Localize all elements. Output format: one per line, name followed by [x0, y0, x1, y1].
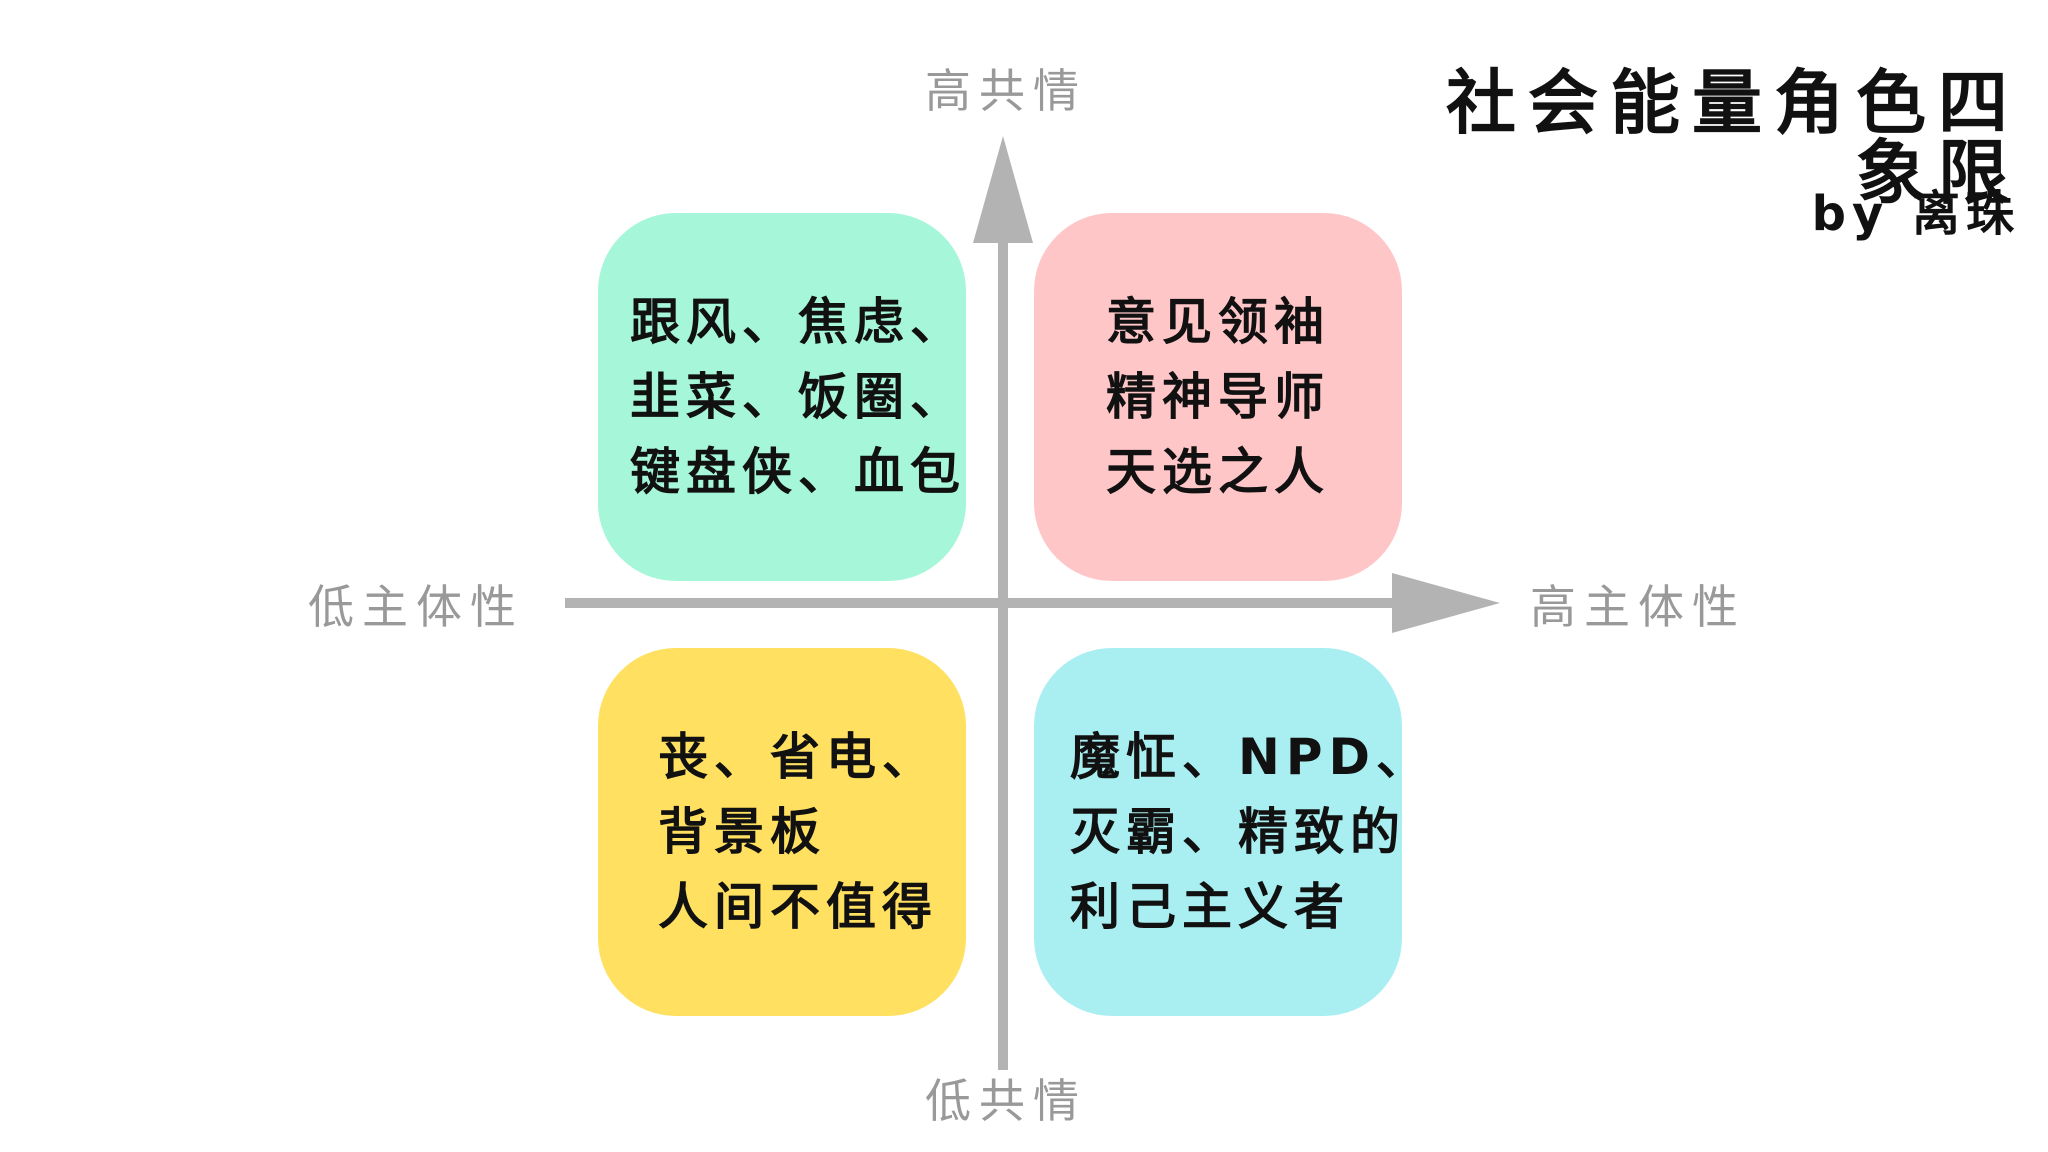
- quadrant-line: 灭霸、精致的: [1070, 802, 1406, 861]
- author-byline: by 离珠: [1811, 186, 2020, 242]
- diagram-title: 社会能量角色四象限: [1446, 62, 2020, 214]
- quadrant-line: 利己主义者: [1070, 877, 1350, 936]
- quadrant-bottom-left: 丧、省电、 背景板 人间不值得: [598, 648, 966, 1016]
- vertical-axis-arrowhead: [973, 136, 1033, 243]
- quadrant-line: 跟风、焦虑、: [630, 292, 966, 351]
- quadrant-line: 魔怔、NPD、: [1070, 727, 1432, 786]
- quadrant-line: 韭菜、饭圈、: [630, 367, 966, 426]
- axis-label-low-agency: 低主体性: [308, 580, 524, 634]
- axis-label-high-empathy: 高共情: [925, 64, 1087, 118]
- quadrant-line: 人间不值得: [658, 877, 938, 936]
- quadrant-line: 背景板: [658, 802, 826, 861]
- axis-label-high-agency: 高主体性: [1530, 580, 1746, 634]
- quadrant-line: 丧、省电、: [658, 727, 938, 786]
- quadrant-top-left: 跟风、焦虑、 韭菜、饭圈、 键盘侠、血包: [598, 213, 966, 581]
- axis-label-low-empathy: 低共情: [925, 1074, 1087, 1128]
- quadrant-top-right: 意见领袖 精神导师 天选之人: [1034, 213, 1402, 581]
- quadrant-line: 精神导师: [1106, 367, 1330, 426]
- quadrant-line: 天选之人: [1106, 442, 1330, 501]
- quadrant-line: 意见领袖: [1106, 292, 1330, 351]
- quadrant-bottom-right: 魔怔、NPD、 灭霸、精致的 利己主义者: [1034, 648, 1432, 1016]
- quadrant-line: 键盘侠、血包: [630, 442, 966, 501]
- horizontal-axis-arrowhead: [1392, 573, 1500, 633]
